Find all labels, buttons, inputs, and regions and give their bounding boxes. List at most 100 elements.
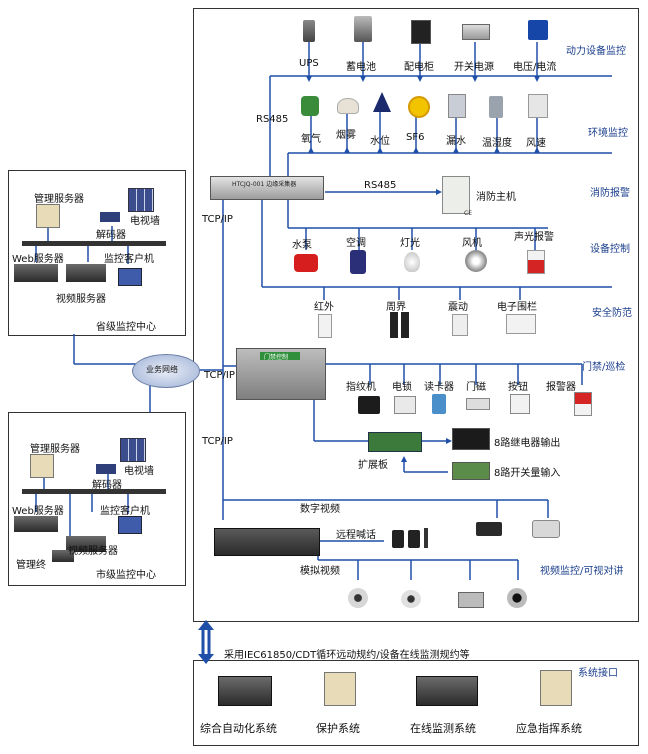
oxygen-sensor-icon [301,96,319,116]
online-monitoring-icon [416,676,478,706]
infrared-label: 红外 [314,302,334,313]
electric-lock-icon [394,396,416,414]
city-video-label: 视频服务器 [68,546,118,557]
sf6-sensor-icon [408,96,430,118]
power-section-title: 动力设备监控 [566,46,626,57]
access-controller-label: 门禁控制 [264,354,289,361]
intercom-label: 远程喊话 [336,530,376,541]
sf6-label: SF6 [406,132,425,143]
ups-label: UPS [299,58,319,69]
dome-camera-icon [348,588,368,608]
voltage-current-icon [528,20,548,40]
ac-label: 空调 [346,238,366,249]
provincial-client-label: 监控客户机 [104,254,154,265]
env-section-title: 环境监控 [588,128,628,139]
provincial-mgmt-server-icon [36,204,60,228]
light-label: 灯光 [400,238,420,249]
emergency-command-icon [540,670,572,706]
access-controller-badge [260,352,300,360]
infrared-sensor-icon [318,314,332,338]
card-reader-icon [432,394,446,414]
distribution-label: 配电柜 [404,62,434,73]
fan-label: 风机 [462,238,482,249]
smoke-label: 烟雾 [336,130,356,141]
switch-power-icon [462,24,490,40]
pump-label: 水泵 [292,240,312,251]
temp-humidity-icon [489,96,503,118]
perimeter-sensor-icon-2 [401,312,409,338]
rs485-upper-label: RS485 [256,114,289,125]
city-decoder-label: 解码器 [92,480,122,491]
video-section-title: 视频监控/可视对讲 [540,566,624,577]
vibration-sensor-icon [452,314,468,336]
city-center-title: 市级监控中心 [96,570,156,581]
city-tv-wall-icon [120,438,146,462]
city-wall-label: 电视墙 [124,466,154,477]
fingerprint-label: 指纹机 [346,382,376,393]
fire-rs485-label: RS485 [364,180,397,191]
lock-label: 电锁 [392,382,412,393]
collector-label: HTCJQ-001 边缘采集器 [232,181,297,188]
city-client-icon [118,516,142,534]
city-web-server-icon [14,516,58,532]
voltage-label: 电压/电流 [513,62,557,73]
provincial-video-server-icon [66,264,106,282]
bullet-camera-icon [532,520,560,538]
provincial-decoder-icon [100,212,120,222]
switch-power-label: 开关电源 [454,62,494,73]
sound-light-alarm-icon [527,250,545,274]
battery-device-icon [354,16,372,42]
oxygen-label: 氧气 [301,134,321,145]
door-magnet-label: 门磁 [466,382,486,393]
perimeter-label: 周界 [386,302,406,313]
city-mgmt-server-icon [30,454,54,478]
temp-humidity-label: 温湿度 [482,138,512,149]
leak-label: 漏水 [446,136,466,147]
microphone-icon [424,528,428,548]
sound-light-label: 声光报警 [514,232,554,243]
wind-speed-icon [528,94,548,118]
door-magnet-icon [466,398,490,410]
fan-icon [465,250,487,272]
provincial-web-server-icon [14,264,58,282]
box-camera-icon [476,522,502,536]
dome-camera-icon-3 [507,588,527,608]
digital-video-label: 数字视频 [300,504,340,515]
provincial-tv-wall-icon [128,188,154,212]
tcpip-label-mid: TCP/IP [204,370,235,381]
relay-output-label: 8路继电器输出 [494,438,561,449]
expansion-board-icon [368,432,422,452]
water-level-icon [373,92,391,112]
city-mgmt-terminal-label: 管理终 [16,560,46,571]
lamp-icon [404,252,420,272]
expansion-label: 扩展板 [358,460,388,471]
air-conditioner-icon [350,250,366,274]
emergency-command-label: 应急指挥系统 [516,722,582,735]
provincial-center-frame [8,170,186,336]
provincial-web-label: Web服务器 [12,254,64,265]
interface-title: 系统接口 [578,668,618,679]
network-label: 业务网络 [146,365,178,374]
online-monitoring-label: 在线监测系统 [410,722,476,735]
city-client-label: 监控客户机 [100,506,150,517]
city-video-server-icon [66,536,106,552]
video-server-device [214,528,320,556]
business-network-cloud [132,354,200,388]
switch-input-board-icon [452,462,490,480]
control-section-title: 设备控制 [590,244,630,255]
integrated-automation-icon [218,676,272,706]
water-level-label: 水位 [370,136,390,147]
leak-sensor-icon [448,94,466,118]
city-mgmt-terminal-icon [52,550,74,562]
smoke-sensor-icon [337,98,359,114]
protection-system-icon [324,672,356,706]
dome-camera-icon-2 [401,590,421,608]
speaker-icon-2 [408,530,420,548]
fire-section-title: 消防报警 [590,188,630,199]
switch-input-label: 8路开关量输入 [494,468,561,479]
city-web-label: Web服务器 [12,506,64,517]
analog-video-label: 模拟视频 [300,566,340,577]
distribution-cabinet-icon [411,20,431,44]
speaker-icon [392,530,404,548]
perimeter-sensor-icon [390,312,398,338]
